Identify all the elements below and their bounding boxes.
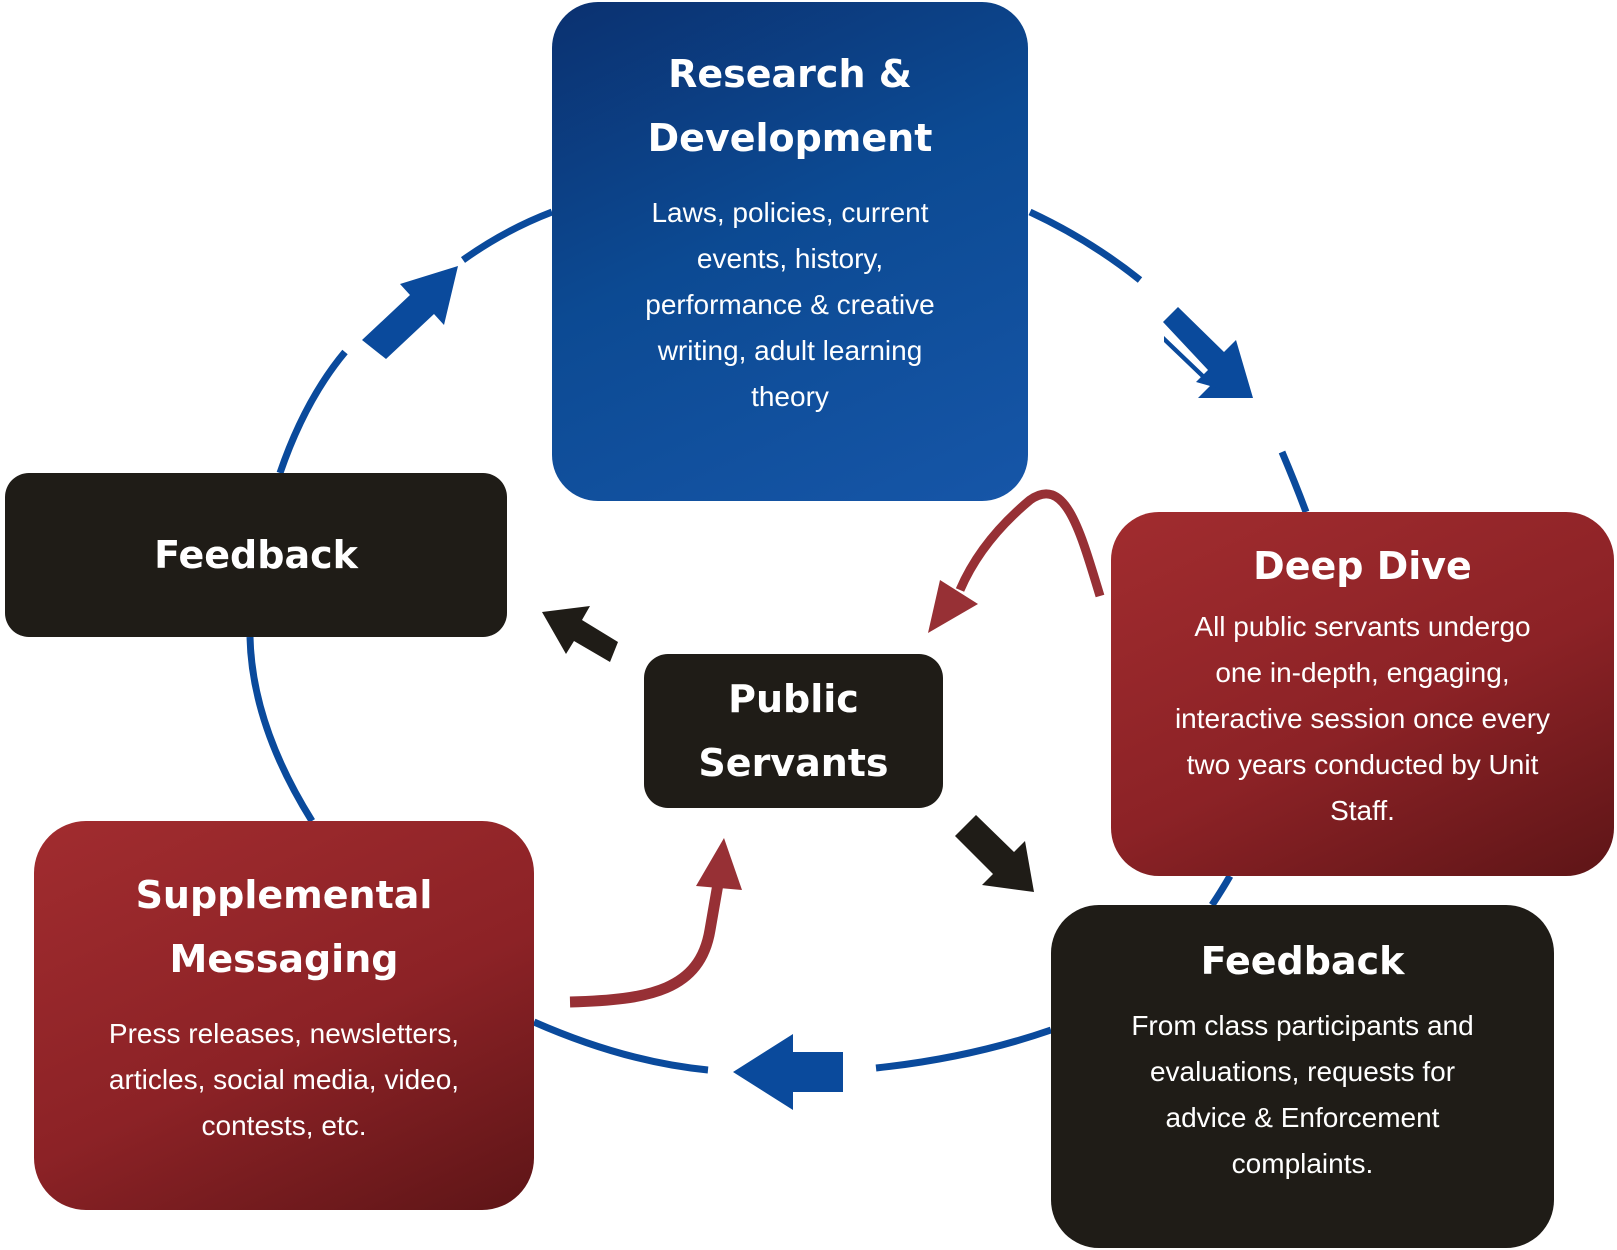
- supplemental-messaging-title-line1: Supplemental: [135, 873, 433, 917]
- cycle-arrow-icon: [733, 1034, 843, 1110]
- deep-dive-title: Deep Dive: [1253, 544, 1472, 588]
- curved-arrow-icon: [928, 489, 1105, 633]
- deep-dive-body: All public servants undergo one in-depth…: [1174, 611, 1551, 826]
- supplemental-messaging-body: Press releases, newsletters, articles, s…: [108, 1018, 460, 1141]
- cycle-arc-top-left: [460, 208, 554, 263]
- cycle-arc-bottom-left: [532, 1018, 709, 1074]
- feedback-right-title: Feedback: [1200, 939, 1405, 983]
- cycle-arc-right-lower: [1209, 874, 1234, 907]
- public-servants-title-line2: Servants: [698, 741, 889, 785]
- public-servants-title-line1: Public: [728, 677, 859, 721]
- cycle-arc-right-upper: [1278, 450, 1310, 514]
- research-development-box: Research & Development Laws, policies, c…: [552, 2, 1028, 501]
- supplemental-messaging-box: Supplemental Messaging Press releases, n…: [34, 821, 534, 1210]
- feedback-right-box: Feedback From class participants and eva…: [1051, 905, 1554, 1248]
- research-development-body: Laws, policies, current events, history,…: [645, 197, 935, 412]
- block-arrow-icon: [955, 815, 1034, 892]
- cycle-circle: [246, 208, 1310, 1074]
- block-arrow-icon: [542, 606, 618, 662]
- cycle-arc-left-upper: [276, 349, 348, 475]
- red-curved-arrows: [569, 489, 1105, 1008]
- research-development-title-line2: Development: [647, 116, 933, 160]
- feedback-left-box: Feedback: [5, 473, 507, 637]
- feedback-left-title: Feedback: [154, 533, 358, 577]
- cycle-arc-top-right: [1028, 208, 1143, 283]
- curved-arrow-icon: [569, 838, 742, 1008]
- cycle-arc-left-lower: [246, 636, 315, 823]
- cycle-arrow-icon: [1163, 307, 1253, 398]
- cycle-arrows: [362, 266, 1253, 1110]
- deep-dive-box: Deep Dive All public servants undergo on…: [1111, 512, 1614, 876]
- dark-block-arrows: [542, 606, 1034, 892]
- feedback-right-body: From class participants and evaluations,…: [1131, 1010, 1474, 1179]
- public-servants-box: Public Servants: [644, 654, 943, 808]
- cycle-arrow-icon: [362, 266, 458, 359]
- supplemental-messaging-title-line2: Messaging: [169, 937, 399, 981]
- cycle-arc-bottom-right: [875, 1026, 1053, 1072]
- research-development-title-line1: Research &: [668, 52, 912, 96]
